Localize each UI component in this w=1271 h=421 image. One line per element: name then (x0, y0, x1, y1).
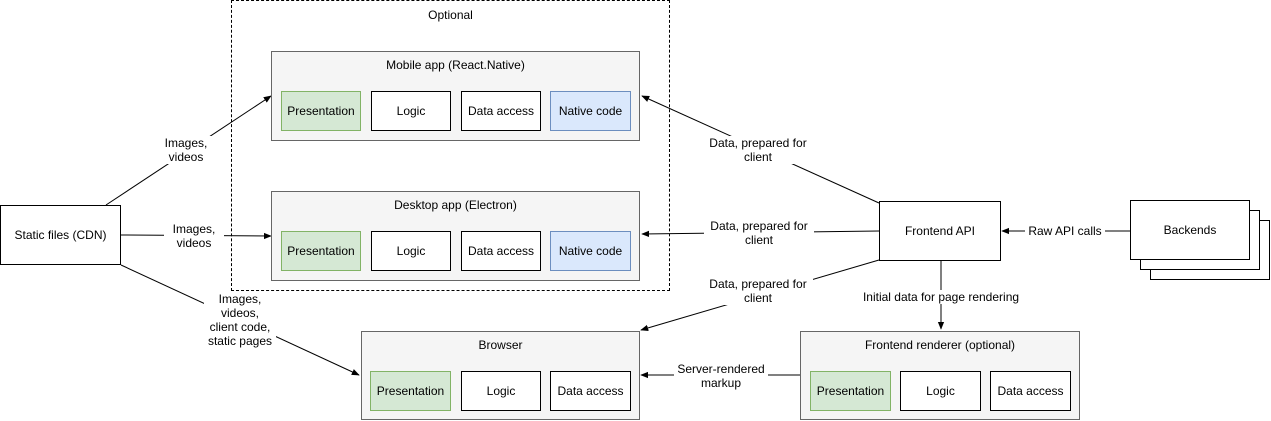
renderer-data-access-box[interactable]: Data access (990, 371, 1071, 411)
mobile-app-title: Mobile app (React.Native) (386, 58, 525, 72)
edge-label-api-to-browser: Data, prepared for client (703, 277, 813, 305)
edge-label-cdn-to-desktop: Images, videos (164, 222, 224, 250)
edge-label-line: Images, (218, 292, 262, 306)
renderer-logic-box[interactable]: Logic (900, 371, 981, 411)
edge-label-line: videos (176, 236, 212, 250)
desktop-native-code-box[interactable]: Native code (550, 231, 631, 271)
edge-label-cdn-to-mobile: Images, videos (156, 136, 216, 164)
mobile-native-code-box[interactable]: Native code (550, 91, 631, 131)
browser-presentation-box[interactable]: Presentation (370, 371, 451, 411)
edge-label-line: client (744, 233, 773, 247)
browser-title: Browser (478, 338, 523, 352)
edge-label-line: markup (700, 376, 741, 390)
edge-label-api-to-desktop: Data, prepared for client (704, 219, 814, 247)
edge-label-line: static pages (207, 334, 273, 348)
edge-label-line: client (743, 150, 772, 164)
edge-label-line: Images, (172, 222, 216, 236)
backends-node[interactable]: Backends (1130, 200, 1250, 260)
edge-label-line: Data, prepared for (709, 277, 807, 291)
edge-label-line: client (743, 291, 772, 305)
edge-label-backends-to-api: Raw API calls (1025, 224, 1105, 238)
edge-label-cdn-to-browser: Images, videos, client code, static page… (204, 292, 276, 348)
edge-label-line: Server-rendered (677, 362, 765, 376)
browser-data-access-box[interactable]: Data access (550, 371, 631, 411)
edge-label-line: videos (168, 150, 204, 164)
edge-label-renderer-to-browser: Server-rendered markup (674, 362, 768, 390)
desktop-logic-box[interactable]: Logic (371, 231, 451, 271)
frontend-renderer-title: Frontend renderer (optional) (864, 338, 1016, 352)
browser-logic-box[interactable]: Logic (461, 371, 541, 411)
edge-label-line: Raw API calls (1028, 224, 1102, 238)
edge-label-line: client code, (209, 320, 271, 334)
edge-label-line: Initial data for page rendering (862, 290, 1020, 304)
edge-label-line: Data, prepared for (709, 136, 807, 150)
renderer-presentation-box[interactable]: Presentation (810, 371, 891, 411)
mobile-data-access-box[interactable]: Data access (461, 91, 541, 131)
edge-label-line: Images, (164, 136, 208, 150)
mobile-presentation-box[interactable]: Presentation (281, 91, 361, 131)
desktop-data-access-box[interactable]: Data access (461, 231, 541, 271)
mobile-logic-box[interactable]: Logic (371, 91, 451, 131)
optional-group (231, 0, 670, 291)
desktop-app-title: Desktop app (Electron) (394, 198, 517, 212)
edge-label-api-to-renderer: Initial data for page rendering (858, 290, 1024, 304)
frontend-api-node[interactable]: Frontend API (879, 201, 1001, 261)
edge-label-line: Data, prepared for (710, 219, 808, 233)
edge-label-api-to-mobile: Data, prepared for client (703, 136, 813, 164)
edge-label-line: videos, (220, 306, 260, 320)
optional-group-title: Optional (428, 8, 473, 22)
desktop-presentation-box[interactable]: Presentation (281, 231, 361, 271)
static-files-node[interactable]: Static files (CDN) (0, 205, 121, 265)
